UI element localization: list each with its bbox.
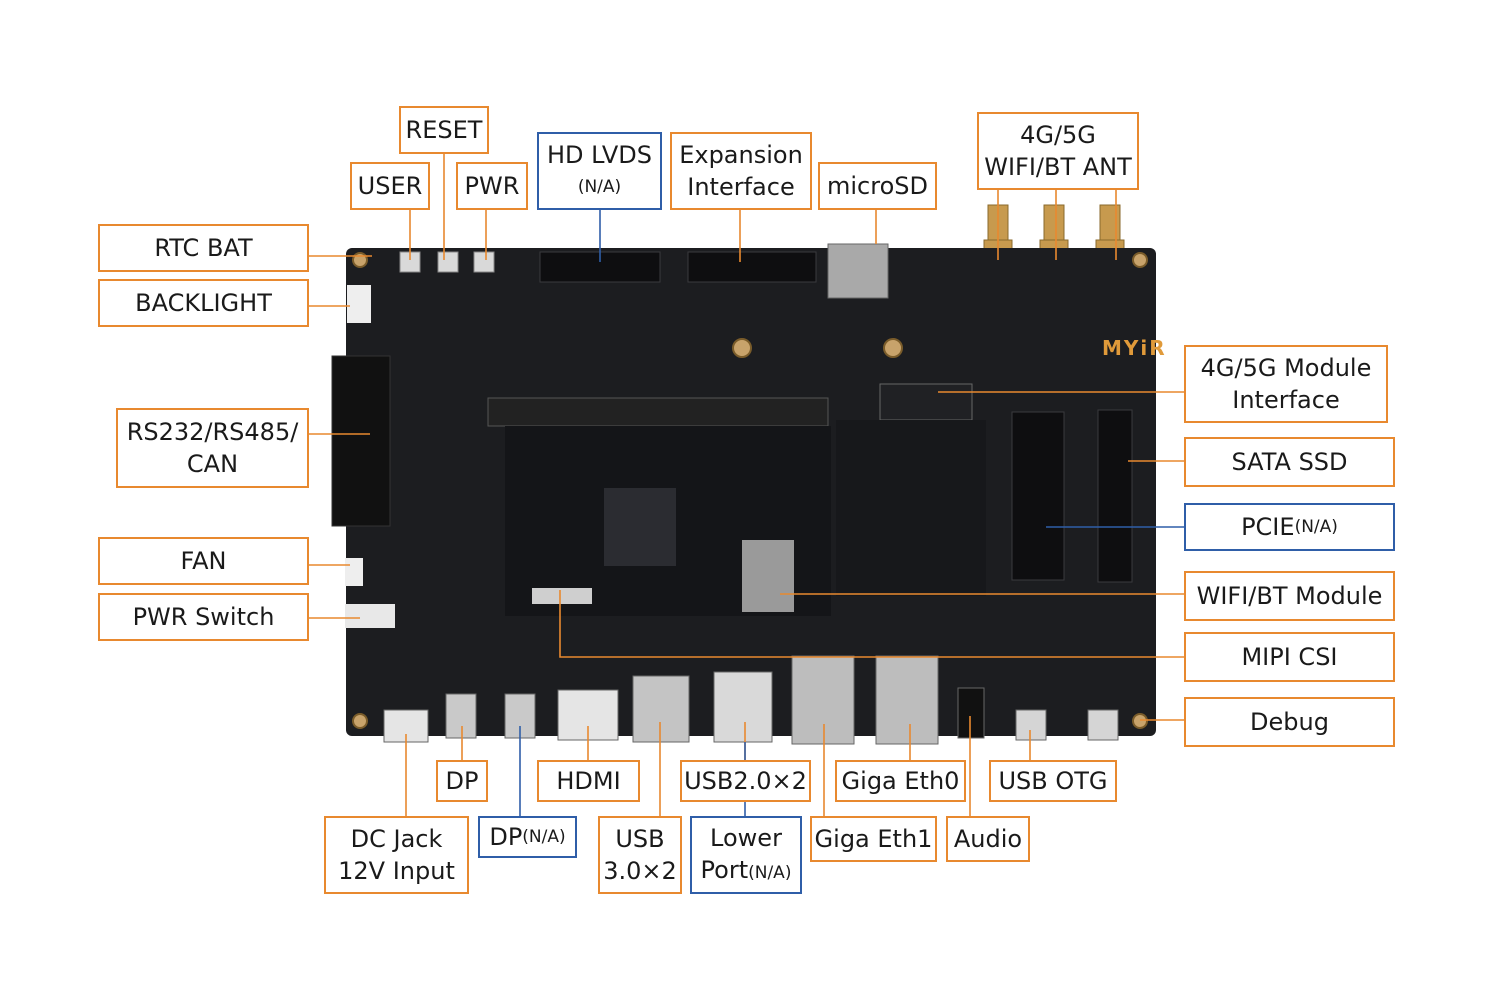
myir-logo: MYiR: [1102, 336, 1167, 360]
label-text: Interface: [1232, 386, 1340, 414]
label-text: PCIE: [1241, 513, 1295, 541]
label-text: USB2.0×2: [684, 767, 807, 795]
label-microsd: microSD: [818, 162, 937, 210]
fan-connector: [345, 558, 363, 586]
m2-slot: [879, 383, 973, 421]
processor-chip: [604, 488, 676, 566]
label-text: DC Jack: [350, 825, 443, 853]
label-text: PWR: [464, 172, 520, 200]
label-text: microSD: [827, 172, 928, 200]
mipi-connector: [532, 588, 592, 604]
label-usb2: USB2.0×2: [680, 760, 811, 802]
label-dp-na: DP(N/A): [478, 816, 577, 858]
label-usb-otg: USB OTG: [989, 760, 1117, 802]
label-text: 3.0×2: [603, 857, 677, 885]
label-text: WIFI/BT ANT: [984, 153, 1132, 181]
label-rs232-rs485-can: RS232/RS485/CAN: [116, 408, 309, 488]
label-text: SATA SSD: [1231, 448, 1348, 476]
label-pwr-switch: PWR Switch: [98, 593, 309, 641]
power-switch: [345, 604, 395, 628]
label-text: Port: [700, 855, 749, 884]
rs485-terminal: [331, 355, 391, 527]
label-na-text: (N/A): [748, 862, 792, 883]
label-mipi-csi: MIPI CSI: [1184, 632, 1395, 682]
label-pwr: PWR: [456, 162, 528, 210]
label-backlight: BACKLIGHT: [98, 279, 309, 327]
label-text: 12V Input: [338, 857, 455, 885]
label-text: USB OTG: [998, 767, 1108, 795]
label-text: WIFI/BT Module: [1196, 582, 1383, 610]
som-connector: [487, 397, 829, 427]
label-text: USER: [357, 172, 423, 200]
label-text: Lower: [710, 823, 782, 852]
label-text: BACKLIGHT: [135, 289, 272, 317]
leader-lines: [309, 154, 1185, 817]
m2-area: [836, 420, 986, 596]
label-hdmi: HDMI: [537, 760, 640, 802]
label-na-text: (N/A): [522, 827, 566, 847]
label-text: FAN: [180, 547, 227, 575]
label-na-text: (N/A): [1294, 517, 1338, 537]
microsd-slot: [827, 243, 889, 299]
label-text: RS232/RS485/: [126, 418, 299, 446]
label-antenna: 4G/5G WIFI/BT ANT: [977, 112, 1139, 190]
label-text: HD LVDS: [546, 141, 653, 169]
label-text: HDMI: [556, 767, 621, 795]
label-dp: DP: [436, 760, 488, 802]
label-text: DP: [489, 823, 523, 851]
backlight-connector: [347, 285, 371, 323]
tact-buttons: [399, 251, 495, 273]
label-text: RTC BAT: [154, 234, 253, 262]
label-debug: Debug: [1184, 697, 1395, 747]
label-usb3: USB 3.0×2: [598, 816, 682, 894]
label-pcie: PCIE(N/A): [1184, 503, 1395, 551]
label-giga-eth1: Giga Eth1: [810, 816, 937, 862]
label-text: DP: [445, 767, 479, 795]
label-rtc-bat: RTC BAT: [98, 224, 309, 272]
label-text: Expansion: [679, 141, 803, 169]
label-text: Audio: [953, 825, 1023, 853]
label-text: Interface: [687, 173, 795, 201]
label-text: 4G/5G: [1020, 121, 1096, 149]
label-text: 4G/5G Module: [1200, 354, 1372, 382]
label-text: Giga Eth1: [814, 825, 933, 853]
label-text: RESET: [405, 116, 483, 144]
label-giga-eth0: Giga Eth0: [835, 760, 966, 802]
label-na-text: (N/A): [577, 177, 622, 197]
label-dc-jack: DC Jack 12V Input: [324, 816, 469, 894]
label-reset: RESET: [399, 106, 489, 154]
wifi-module: [742, 540, 794, 612]
label-audio: Audio: [946, 816, 1030, 862]
label-text: Debug: [1250, 708, 1329, 736]
label-text: USB: [615, 825, 665, 853]
label-hd-lvds: HD LVDS (N/A): [537, 132, 662, 210]
label-text: MIPI CSI: [1241, 643, 1338, 671]
label-fan: FAN: [98, 537, 309, 585]
label-text: Giga Eth0: [841, 767, 960, 795]
label-sata-ssd: SATA SSD: [1184, 437, 1395, 487]
pin-headers: [539, 251, 1133, 583]
label-text: PWR Switch: [132, 603, 275, 631]
label-user: USER: [350, 162, 430, 210]
label-text: CAN: [186, 450, 239, 478]
antenna-connectors: [983, 204, 1125, 255]
label-wifi-module: WIFI/BT Module: [1184, 571, 1395, 621]
